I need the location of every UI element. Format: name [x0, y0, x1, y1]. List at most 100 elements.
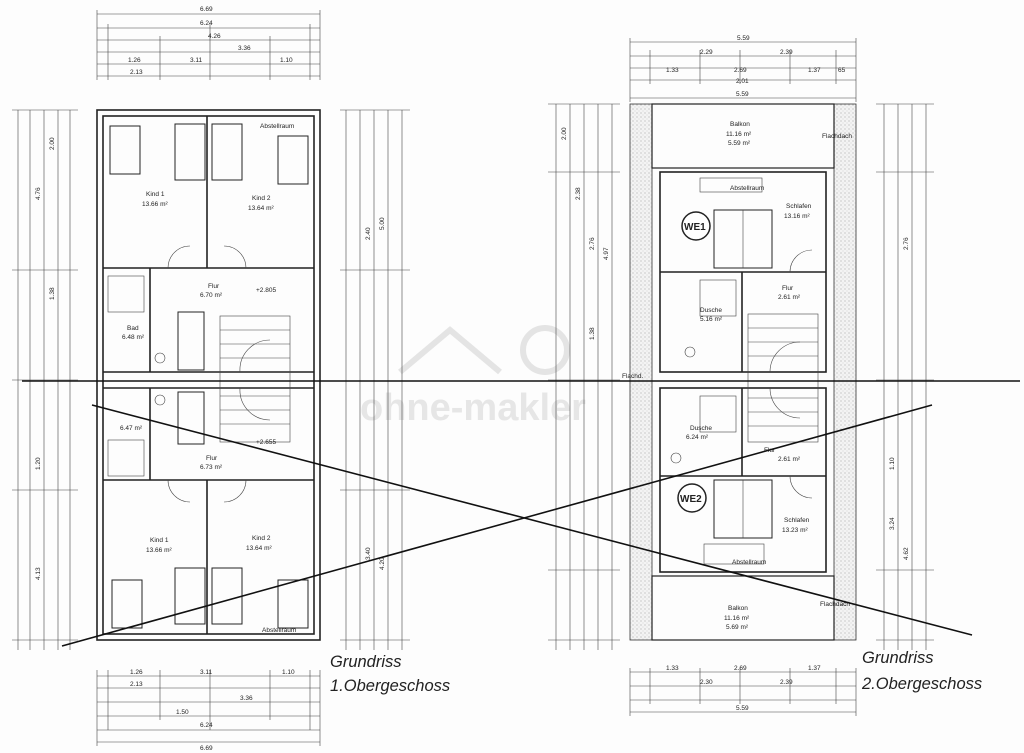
right-flatroof-right — [833, 103, 857, 641]
left-bdim-3: 1.10 — [282, 669, 295, 676]
right-shower-bottom — [699, 395, 737, 433]
right-top-dimensions — [629, 38, 857, 102]
right-flatroof-left — [629, 103, 653, 641]
left-dim-e: 1.10 — [280, 57, 293, 64]
left-room-bad-bottom-area: 6.47 m² — [120, 425, 143, 432]
right-flachdach-bottom: Flachdach — [820, 601, 850, 608]
right-schlafen-bottom-area: 13.23 m² — [782, 527, 808, 534]
right-side-dim-5: 1.38 — [589, 327, 596, 340]
right-wardrobe-top — [699, 177, 763, 193]
right-side-dimensions-right — [876, 103, 934, 650]
right-abstell-bottom: Abstellraum — [732, 559, 766, 566]
left-room-flur-bottom-area: 6.73 m² — [200, 464, 223, 471]
diagonal-line-left-to-right — [91, 404, 973, 636]
left-desk-1 — [109, 125, 141, 175]
right-side-dim-3: 2.76 — [589, 237, 596, 250]
right-dim-overall: 5.59 — [737, 35, 750, 42]
left-room-flur-top-area: 6.70 m² — [200, 292, 223, 299]
watermark-text: ohne-makler — [360, 387, 586, 429]
left-bed-1 — [174, 123, 206, 181]
left-dim-b: 3.36 — [238, 45, 251, 52]
left-bdim-4: 2.13 — [130, 681, 143, 688]
left-door-arc-4 — [223, 479, 247, 503]
right-side-dim-9: 2.76 — [903, 237, 910, 250]
left-side-dim-8: 5.00 — [379, 217, 386, 230]
left-bdim-5: 3.36 — [240, 695, 253, 702]
left-side-dim-5: 4.13 — [35, 567, 42, 580]
right-we1-label: WE1 — [684, 222, 706, 233]
right-side-dimensions-left — [548, 103, 620, 650]
left-room-bad-area: 6.48 m² — [122, 334, 145, 341]
left-side-dim-9: 4.20 — [379, 557, 386, 570]
right-flur-top-name: Flur — [782, 285, 794, 292]
left-dim-d: 3.11 — [190, 57, 203, 64]
diagonal-line-right-to-left — [61, 404, 933, 647]
right-door-arc-1 — [789, 249, 813, 273]
right-flur-bottom-area: 2.61 m² — [778, 456, 801, 463]
left-inner-wall — [102, 115, 315, 635]
right-side-dim-1: 2.00 — [561, 127, 568, 140]
left-room-kind2-bottom-area: 13.64 m² — [246, 545, 272, 552]
left-side-dim-4: 1.20 — [35, 457, 42, 470]
left-bdim-6: 1.50 — [176, 709, 189, 716]
right-we2-badge — [677, 483, 707, 513]
left-room-kind1-bottom-area: 13.66 m² — [146, 547, 172, 554]
left-room-kind2-bottom-name: Kind 2 — [252, 535, 271, 542]
right-balkon-bottom-area2: 5.69 m² — [726, 624, 749, 631]
right-dim-g: 65 — [838, 67, 846, 74]
left-dim-overall: 6.69 — [200, 6, 213, 13]
left-dim-inner: 6.24 — [200, 20, 213, 27]
left-shower-top — [107, 275, 145, 313]
left-desk-4 — [277, 579, 309, 629]
right-bottom-dimensions — [629, 668, 857, 716]
right-dim-c: 1.33 — [666, 67, 679, 74]
left-desk-3 — [111, 579, 143, 629]
left-side-dimensions-inner — [340, 109, 410, 650]
left-top-dimensions — [96, 10, 321, 80]
right-side-dim-8: 3.24 — [889, 517, 896, 530]
right-wc-bottom — [670, 452, 682, 464]
left-bdim-8: 6.69 — [200, 745, 213, 752]
left-bed-4 — [211, 567, 243, 625]
right-dusche-top-name: Dusche — [700, 307, 722, 314]
left-door-arc-3 — [167, 479, 191, 503]
left-door-arc-1 — [167, 245, 191, 269]
right-dim-a: 2.29 — [700, 49, 713, 56]
left-stairs — [219, 315, 291, 443]
left-side-dim-7: 3.40 — [365, 547, 372, 560]
left-dim-f: 2.13 — [130, 69, 143, 76]
left-room-flur-top-name: Flur — [208, 283, 220, 290]
left-caption-line2: 1.Obergeschoss — [330, 677, 450, 695]
right-caption-line1: Grundriss — [862, 649, 934, 667]
right-flur-top-area: 2.61 m² — [778, 294, 801, 301]
right-flachdach-mid: Flachd. — [622, 373, 644, 380]
left-level-bottom: +2.655 — [256, 439, 276, 446]
left-room-flur-bottom-name: Flur — [206, 455, 218, 462]
left-bathtub-top — [177, 311, 205, 371]
left-side-dim-1: 4.76 — [35, 187, 42, 200]
left-abstell-bottom: Abstellraum — [262, 627, 296, 634]
right-balkon-top-name: Balkon — [730, 121, 750, 128]
left-outer-wall — [96, 109, 321, 641]
right-stairs — [747, 313, 819, 443]
right-side-dim-7: 4.62 — [903, 547, 910, 560]
right-dusche-bottom-area: 6.24 m² — [686, 434, 709, 441]
left-caption-line1: Grundriss — [330, 653, 402, 671]
left-wc-top — [154, 352, 166, 364]
right-dusche-bottom-name: Dusche — [690, 425, 712, 432]
section-lines — [22, 380, 1020, 647]
right-flachdach-top: Flachdach — [822, 133, 852, 140]
left-plan: 6.69 6.24 4.26 3.36 1.26 3.11 1.10 2.13 … — [12, 6, 450, 752]
right-schlafen-top-area: 13.16 m² — [784, 213, 810, 220]
right-side-dim-2: 2.38 — [575, 187, 582, 200]
right-dim-overall-2: 5.59 — [736, 91, 749, 98]
right-bdim-2: 2.69 — [734, 665, 747, 672]
right-wc-top — [684, 346, 696, 358]
left-dim-c: 1.26 — [128, 57, 141, 64]
left-bathtub-bottom — [177, 391, 205, 445]
right-wardrobe-bottom — [703, 543, 765, 565]
right-balkon-top-area: 11.16 m² — [726, 131, 752, 138]
right-balkon-top-area2: 5.59 m² — [728, 140, 751, 147]
